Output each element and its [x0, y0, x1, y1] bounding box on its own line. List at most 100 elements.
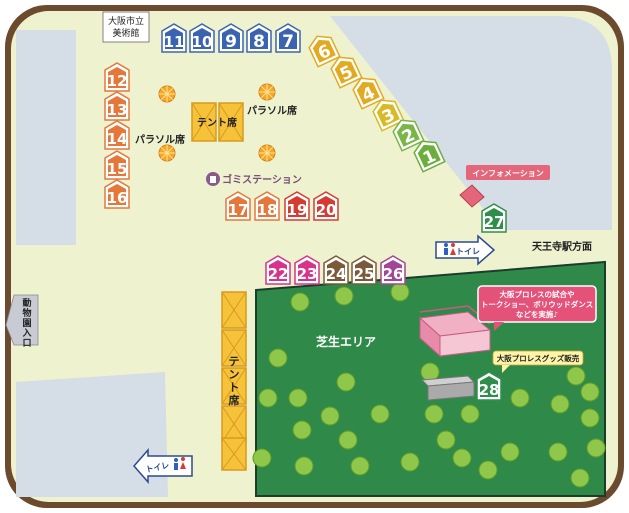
tree-icon — [320, 406, 340, 426]
garbage-label: ゴミステーション — [222, 173, 302, 186]
booth-11[interactable]: 11 — [161, 23, 187, 53]
booth-number: 24 — [326, 265, 347, 283]
booth-6[interactable]: 6 — [306, 31, 341, 68]
parasol-icon — [158, 144, 176, 162]
booth-20[interactable]: 20 — [313, 191, 339, 221]
booth-8[interactable]: 8 — [246, 23, 272, 53]
tree-icon — [370, 404, 390, 424]
tent-bottom-unit — [221, 405, 247, 443]
boxing-ring — [418, 305, 492, 358]
parasol-label-left: パラソル席 — [135, 133, 185, 146]
info-label-box — [466, 165, 550, 180]
goods-callout: 大阪プロレスグッズ販売 — [492, 350, 584, 373]
tree-icon — [566, 366, 586, 386]
event-callout-line1: 大阪プロレスの試合や — [500, 289, 575, 299]
tree-icon — [452, 448, 472, 468]
tree-icon — [580, 408, 600, 428]
booth-28[interactable]: 28 — [476, 371, 502, 401]
water-bottom-left — [16, 372, 168, 497]
booth-22[interactable]: 22 — [265, 255, 291, 285]
tent-label-top: テント席 — [197, 116, 237, 129]
tree-icon — [338, 430, 358, 450]
booth-4[interactable]: 4 — [350, 73, 385, 110]
tent-bottom-unit — [221, 437, 247, 471]
tree-icon — [268, 348, 288, 368]
lawn-label: 芝生エリア — [316, 334, 376, 349]
goods-label: 大阪プロレスグッズ販売 — [497, 353, 580, 363]
event-callout-line3: などを実施♪ — [516, 309, 558, 319]
tennoji-path — [500, 236, 618, 252]
booth-number: 17 — [228, 201, 249, 219]
tent-bottom-unit — [221, 367, 247, 405]
zoo-label-char: 園 — [22, 318, 31, 329]
tree-icon — [424, 404, 444, 424]
event-callout: 大阪プロレスの試合や トークショー、ボリウッドダンス などを実施♪ — [477, 285, 597, 331]
parasol-icon — [258, 144, 276, 162]
zoo-arrow — [5, 294, 39, 346]
tree-icon — [350, 456, 370, 476]
tent-bottom-unit — [221, 291, 247, 329]
booth-number: 8 — [253, 32, 265, 52]
booth-25[interactable]: 25 — [351, 255, 377, 285]
booth-27[interactable]: 27 — [481, 203, 507, 233]
toilet-arrow-left: トイレ — [133, 448, 193, 484]
booth-26[interactable]: 26 — [380, 255, 406, 285]
toilet-label-right: トイレ — [456, 247, 480, 256]
booth-17[interactable]: 17 — [225, 191, 251, 221]
booth-9[interactable]: 9 — [218, 23, 244, 53]
booth-12[interactable]: 12 — [104, 62, 130, 92]
tree-icon — [550, 394, 570, 414]
tent-label-bottom: テント席 — [229, 355, 240, 407]
booth-19[interactable]: 19 — [284, 191, 310, 221]
booth-number: 27 — [484, 213, 505, 231]
info-tent — [459, 184, 485, 208]
tree-icon — [570, 468, 590, 488]
booth-10[interactable]: 10 — [189, 23, 215, 53]
tree-icon — [390, 282, 410, 302]
event-callout-line2: トークショー、ボリウッドダンス — [481, 299, 593, 309]
booth-3[interactable]: 3 — [370, 95, 405, 132]
booth-number: 22 — [268, 265, 289, 283]
booth-number: 11 — [164, 33, 185, 51]
booth-number: 12 — [107, 72, 128, 90]
booth-1[interactable]: 1 — [411, 136, 446, 173]
tent-bottom-unit — [221, 329, 247, 367]
museum-label-line1: 大阪市立 — [108, 15, 144, 27]
booth-16[interactable]: 16 — [104, 179, 130, 209]
museum-label-line2: 美術館 — [112, 27, 139, 39]
booth-23[interactable]: 23 — [294, 255, 320, 285]
booth-number: 25 — [354, 265, 375, 283]
tents-bottom — [221, 291, 247, 471]
booth-number: 20 — [316, 201, 337, 219]
tree-icon — [288, 388, 308, 408]
booth-number: 7 — [282, 32, 294, 52]
booth-number: 28 — [479, 381, 500, 399]
booth-24[interactable]: 24 — [323, 255, 349, 285]
booth-number: 9 — [225, 32, 237, 52]
tree-icon — [436, 430, 456, 450]
booth-15[interactable]: 15 — [104, 150, 130, 180]
tree-icon — [580, 382, 600, 402]
tree-icon — [400, 452, 420, 472]
zoo-label-char: 動 — [22, 297, 31, 309]
booth-13[interactable]: 13 — [104, 91, 130, 121]
booth-18[interactable]: 18 — [254, 191, 280, 221]
tree-icon — [292, 420, 312, 440]
booth-number: 15 — [107, 160, 128, 178]
zoo-label-char: 口 — [22, 338, 31, 349]
toilet-arrow-right: トイレ — [435, 234, 496, 266]
booth-number: 10 — [192, 33, 213, 51]
zoo-label-char: 物 — [22, 307, 31, 319]
booth-7[interactable]: 7 — [275, 23, 301, 53]
tree-icon — [548, 442, 568, 462]
water-top-left — [16, 30, 76, 245]
tent-label-char: ト — [229, 381, 240, 394]
booth-14[interactable]: 14 — [104, 120, 130, 150]
booth-number: 14 — [107, 130, 128, 148]
booth-number: 13 — [107, 101, 128, 119]
booth-2[interactable]: 2 — [390, 115, 425, 152]
tree-icon — [258, 388, 278, 408]
tree-icon — [510, 388, 530, 408]
booth-5[interactable]: 5 — [328, 52, 363, 89]
